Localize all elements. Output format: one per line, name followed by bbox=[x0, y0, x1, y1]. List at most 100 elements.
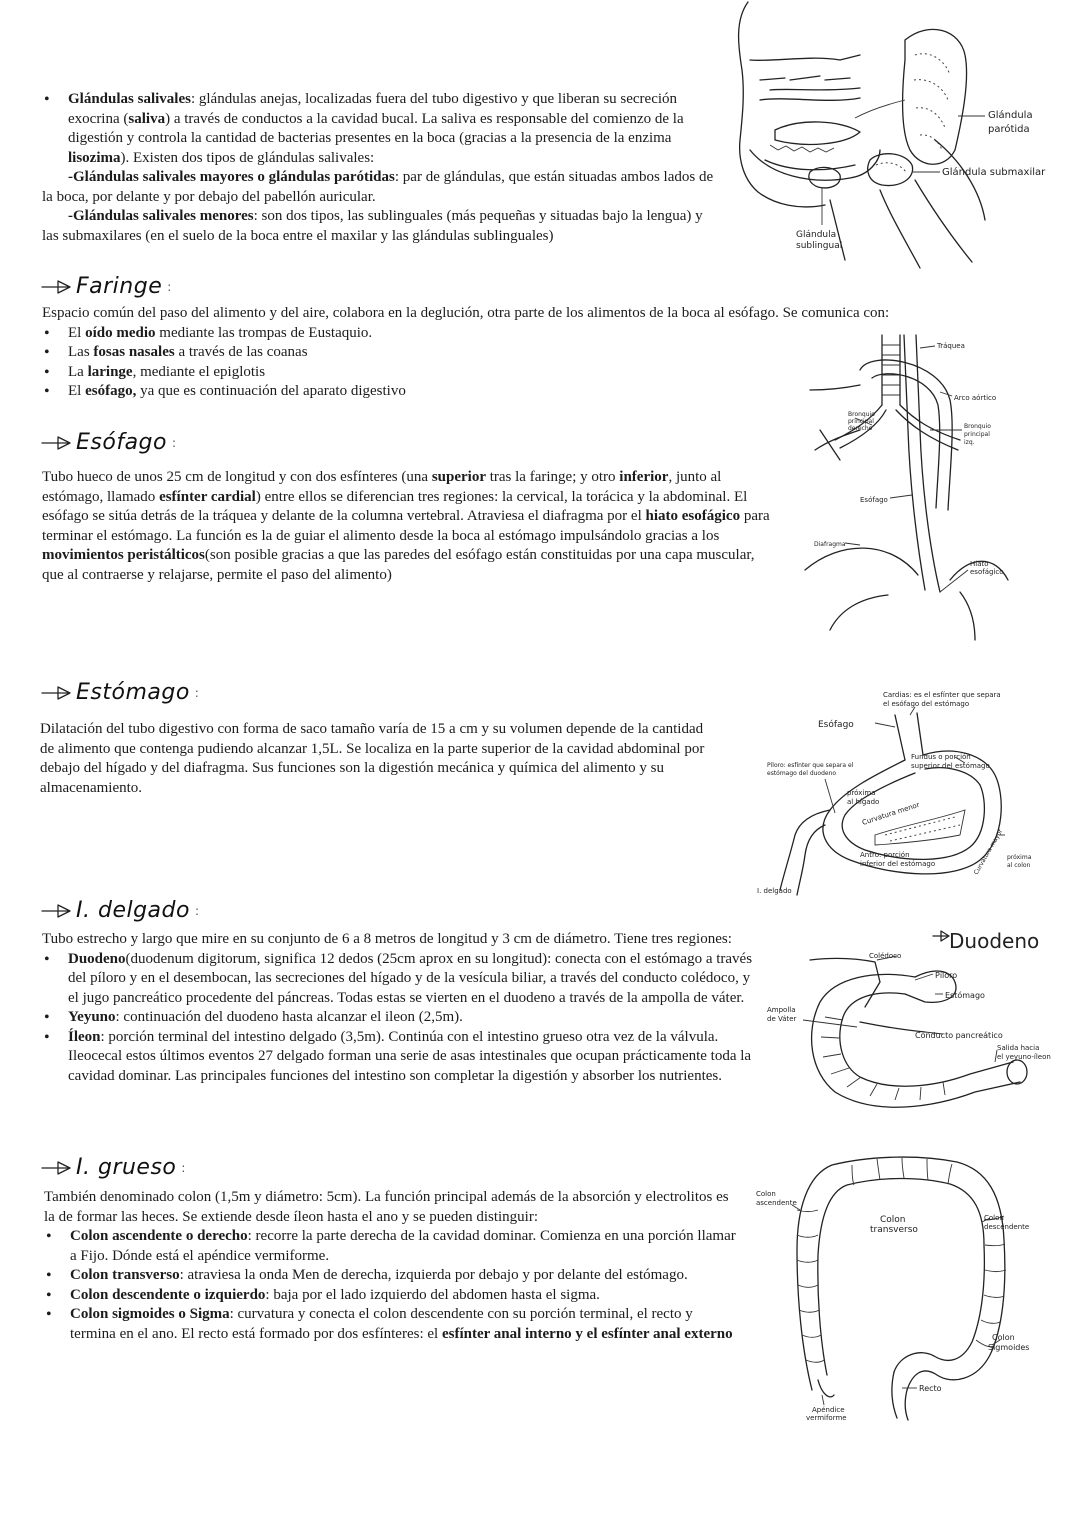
esophagus-figure: Tráquea Arco aórtico Bronquio principal … bbox=[800, 330, 1010, 641]
label-piloro-1: Píloro: esfínter que separa el bbox=[767, 762, 854, 769]
grueso-title: I. grueso bbox=[76, 1155, 177, 1180]
duodeno-figure-title: Duodeno bbox=[949, 929, 1039, 953]
label-piloro-2: estómago del duodeno bbox=[767, 770, 836, 777]
label-apendice-1: Apéndice bbox=[812, 1406, 845, 1414]
label-transverso-1: Colon bbox=[880, 1215, 906, 1225]
esofago-title: Esófago bbox=[76, 430, 167, 455]
esofago-section: Tubo hueco de unos 25 cm de longitud y c… bbox=[42, 468, 772, 585]
label-piloro: Píloro bbox=[935, 971, 957, 980]
label-diafragma: Diafragma bbox=[814, 541, 846, 548]
label-bronquio-izq-3: izq. bbox=[964, 439, 975, 446]
estomago-text: Dilatación del tubo digestivo con forma … bbox=[40, 721, 705, 796]
label-bronquio-der-2: principal bbox=[848, 418, 874, 425]
estomago-heading: Estómago: bbox=[40, 680, 199, 705]
label-salida-1: Salida hacia bbox=[997, 1044, 1039, 1052]
salivales-mayores: -Glándulas salivales mayores o glándulas… bbox=[42, 169, 714, 205]
faringe-section: Espacio común del paso del alimento y de… bbox=[42, 304, 1042, 402]
stomach-figure: Cardias: es el esfínter que separa el es… bbox=[755, 685, 1045, 900]
list-item: Colon sigmoides o Sigma: curvatura y con… bbox=[44, 1305, 736, 1344]
arrow-icon bbox=[41, 685, 71, 700]
faringe-intro: Espacio común del paso del alimento y de… bbox=[42, 305, 890, 321]
list-item: Duodeno(duodenum digitorum, significa 12… bbox=[42, 950, 757, 1009]
label-sigmoides-1: Colon bbox=[992, 1333, 1015, 1342]
arrow-icon bbox=[41, 435, 71, 450]
label-bronquio-der-1: Bronquio bbox=[848, 411, 875, 418]
faringe-heading: Faringe: bbox=[40, 274, 172, 299]
label-higado-1: próxima bbox=[847, 789, 875, 797]
label-hiato-2: esofágico bbox=[970, 568, 1004, 576]
label-fundus-2: superior del estómago bbox=[911, 762, 990, 770]
list-item: El esófago, ya que es continuación del a… bbox=[42, 382, 1042, 402]
label-esofago: Esófago bbox=[818, 719, 854, 730]
label-higado-2: al hígado bbox=[847, 798, 879, 806]
label-recto: Recto bbox=[919, 1384, 942, 1393]
label-cardias-2: el esófago del estómago bbox=[883, 700, 969, 708]
label-antro-2: inferior del estómago bbox=[860, 860, 935, 868]
estomago-title: Estómago bbox=[76, 680, 190, 705]
faringe-title: Faringe bbox=[76, 274, 163, 299]
label-ascendente-1: Colon bbox=[756, 1190, 776, 1198]
salivary-glands-figure: Glándula parótida Glándula submaxilar Gl… bbox=[730, 0, 1050, 285]
list-item: Colon transverso: atraviesa la onda Men … bbox=[44, 1266, 736, 1286]
delgado-title: I. delgado bbox=[76, 898, 190, 923]
salivales-menores: -Glándulas salivales menores: son dos ti… bbox=[42, 208, 703, 244]
esofago-heading: Esófago: bbox=[40, 430, 177, 455]
label-sublingual-1: Glándula bbox=[796, 230, 836, 240]
label-curvatura-mayor: Curvatura mayor bbox=[973, 828, 1005, 876]
list-item: La laringe, mediante el epiglotis bbox=[42, 363, 1042, 383]
delgado-section: Tubo estrecho y largo que mire en su con… bbox=[42, 930, 757, 1086]
label-delgado: I. delgado bbox=[757, 887, 792, 895]
label-fundus-1: Fundus o porción bbox=[911, 753, 971, 761]
label-bronquio-izq-1: Bronquio bbox=[964, 423, 991, 430]
grueso-list: Colon ascendente o derecho: recorre la p… bbox=[44, 1227, 736, 1344]
salivales-list: Glándulas salivales: glándulas anejas, l… bbox=[42, 90, 722, 168]
label-parotida-1: Glándula bbox=[988, 109, 1033, 121]
delgado-intro: Tubo estrecho y largo que mire en su con… bbox=[42, 931, 732, 947]
label-parotida-2: parótida bbox=[988, 123, 1030, 135]
label-descendente-2: descendente bbox=[984, 1223, 1029, 1231]
label-bronquio-der-3: derecho bbox=[848, 425, 873, 432]
list-item: El oído medio mediante las trompas de Eu… bbox=[42, 324, 1042, 344]
grueso-heading: I. grueso: bbox=[40, 1155, 186, 1180]
salivales-section: Glándulas salivales: glándulas anejas, l… bbox=[42, 90, 722, 246]
label-sigmoides-2: Sigmoides bbox=[988, 1343, 1029, 1352]
delgado-list: Duodeno(duodenum digitorum, significa 12… bbox=[42, 950, 757, 1087]
arrow-icon bbox=[41, 1160, 71, 1175]
label-esofago: Esófago bbox=[860, 496, 888, 504]
label-ascendente-2: ascendente bbox=[756, 1199, 797, 1207]
label-descendente-1: Colon bbox=[984, 1214, 1004, 1222]
label-estomago: Estómago bbox=[945, 990, 985, 1000]
label-ampolla-1: Ampolla bbox=[767, 1006, 796, 1014]
label-antro-1: Antro: porción bbox=[860, 851, 910, 859]
label-salida-2: el yeyuno-íleon bbox=[997, 1053, 1051, 1061]
esofago-text: Tubo hueco de unos 25 cm de longitud y c… bbox=[42, 469, 770, 583]
label-coledoco: Colédoco bbox=[869, 952, 901, 960]
list-item: Colon descendente o izquierdo: baja por … bbox=[44, 1286, 736, 1306]
label-bronquio-izq-2: principal bbox=[964, 431, 990, 438]
list-item: Las fosas nasales a través de las coanas bbox=[42, 343, 1042, 363]
label-submaxilar: Glándula submaxilar bbox=[942, 166, 1046, 178]
list-item: Yeyuno: continuación del duodeno hasta a… bbox=[42, 1008, 757, 1028]
label-traquea: Tráquea bbox=[936, 342, 965, 350]
list-item: Íleon: porción terminal del intestino de… bbox=[42, 1028, 757, 1087]
label-apendice-2: vermiforme bbox=[806, 1414, 847, 1422]
arrow-icon bbox=[41, 903, 71, 918]
faringe-list: El oído medio mediante las trompas de Eu… bbox=[42, 324, 1042, 402]
label-arco-aortico: Arco aórtico bbox=[954, 394, 996, 402]
grueso-section: También denominado colon (1,5m y diámetr… bbox=[44, 1188, 736, 1344]
label-ampolla-2: de Váter bbox=[767, 1015, 797, 1023]
label-conducto-pancreatico: Conducto pancreático bbox=[915, 1031, 1003, 1040]
delgado-heading: I. delgado: bbox=[40, 898, 200, 923]
colon-figure: Colon ascendente Colon transverso Colon … bbox=[752, 1150, 1042, 1422]
label-transverso-2: transverso bbox=[870, 1225, 918, 1235]
label-sublingual-2: sublingual bbox=[796, 241, 842, 251]
arrow-icon bbox=[41, 279, 71, 294]
label-hiato-1: Hiato bbox=[970, 560, 989, 568]
label-colon-2: al colon bbox=[1007, 862, 1031, 869]
grueso-intro: También denominado colon (1,5m y diámetr… bbox=[44, 1189, 729, 1225]
estomago-section: Dilatación del tubo digestivo con forma … bbox=[40, 720, 710, 798]
label-colon-1: próxima bbox=[1007, 854, 1032, 861]
label-cardias-1: Cardias: es el esfínter que separa bbox=[883, 691, 1001, 699]
duodenum-figure: Duodeno Colédoco Píloro Estómago Ampolla… bbox=[765, 922, 1060, 1117]
list-item: Colon ascendente o derecho: recorre la p… bbox=[44, 1227, 736, 1266]
